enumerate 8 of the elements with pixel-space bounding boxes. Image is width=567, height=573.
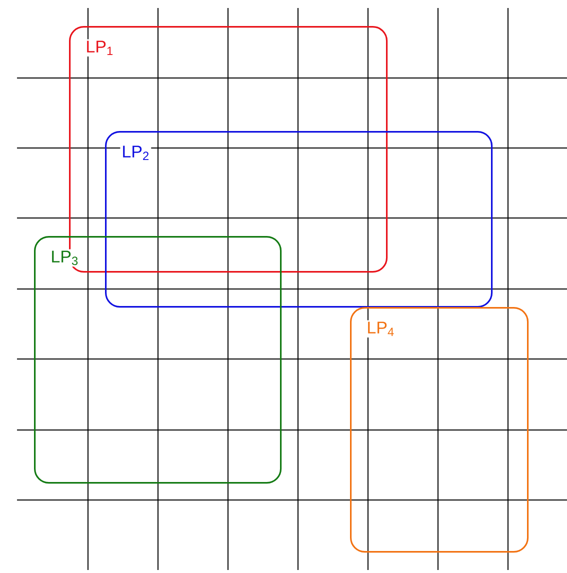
rounded-frame: [350, 307, 529, 553]
frame-label: LP$_{3}$: [49, 249, 80, 267]
frame-label: LP$_{1}$: [84, 39, 116, 56]
frame-label: LP$_{2}$: [120, 144, 152, 162]
rounded-frame: [69, 26, 388, 273]
frame-label: LP$_{4}$: [365, 320, 396, 338]
rounded-frame: [105, 131, 493, 308]
rounded-frame: [34, 236, 282, 484]
